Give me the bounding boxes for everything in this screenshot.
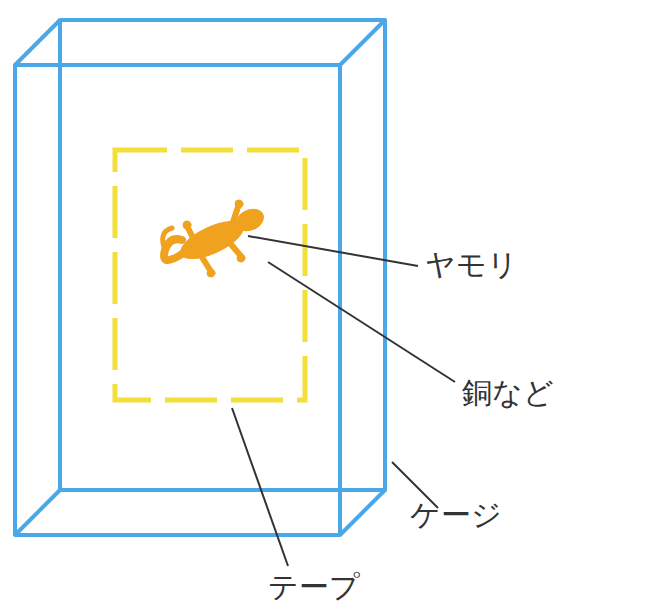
part-label: ケージ xyxy=(410,498,502,531)
part-label: 銅など xyxy=(462,376,554,409)
gecko xyxy=(163,200,267,277)
part-label: テープ xyxy=(268,570,360,603)
cage-outline xyxy=(15,20,385,535)
cage-front xyxy=(15,65,340,535)
leader-line xyxy=(248,236,418,266)
tape-square xyxy=(115,150,305,400)
leader-line xyxy=(232,408,288,566)
part-label: ヤモリ xyxy=(425,248,518,281)
cage-back xyxy=(60,20,385,490)
